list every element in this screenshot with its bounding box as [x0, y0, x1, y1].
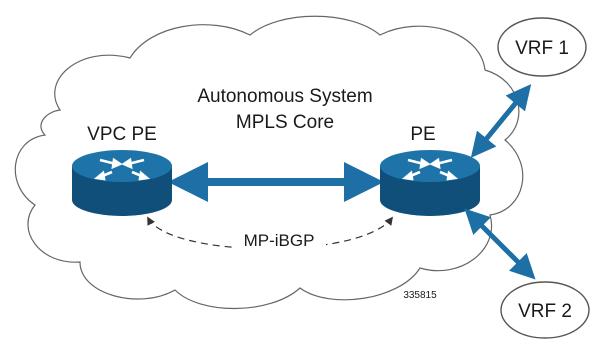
pe-router-icon: [380, 150, 480, 216]
vrf1-label: VRF 1: [515, 38, 569, 59]
vrf2-link-arrow: [464, 208, 536, 280]
session-label-backdrop: [232, 228, 326, 252]
left-router-label: VPC PE: [87, 124, 157, 145]
vrf2-label: VRF 2: [518, 301, 572, 322]
vrf1-link-arrow: [470, 84, 532, 158]
session-label: MP-iBGP: [244, 231, 315, 250]
vpc-pe-router-icon: [72, 150, 172, 216]
cloud-title-line1: Autonomous System: [197, 86, 372, 107]
figure-id: 335815: [403, 290, 437, 301]
vrf1-node: [497, 17, 587, 77]
right-router-label: PE: [410, 124, 435, 145]
vrf2-node: [500, 281, 590, 339]
cloud-title-line2: MPLS Core: [236, 112, 334, 133]
